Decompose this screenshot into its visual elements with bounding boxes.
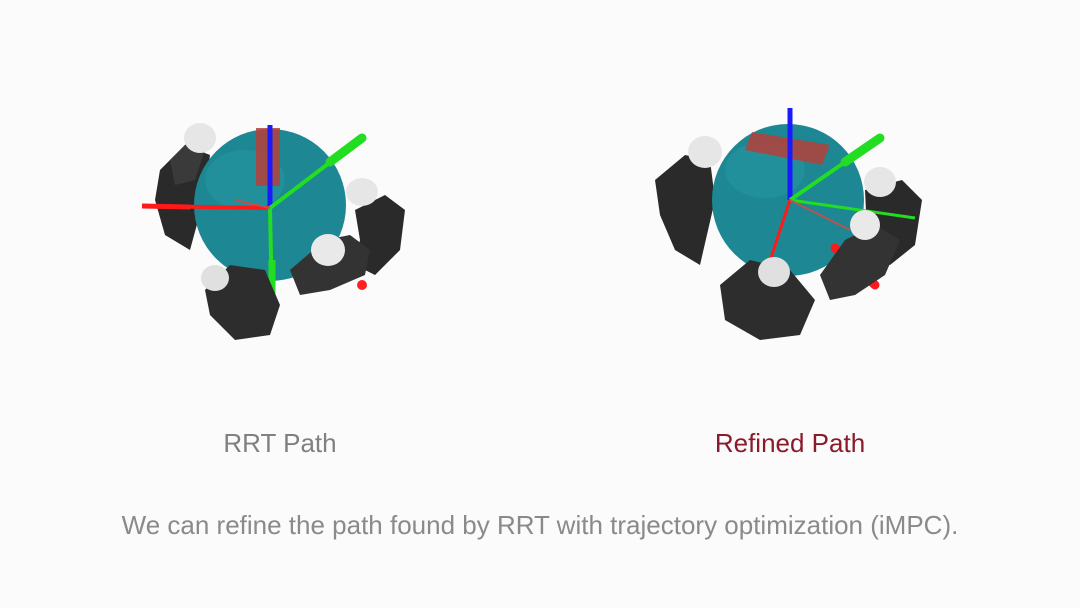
rrt-path-caption: RRT Path <box>223 428 337 458</box>
fingertip-front-right <box>311 234 345 266</box>
rrt-hand-render <box>141 123 405 340</box>
finger-front-right <box>290 234 370 295</box>
refined-path-caption: Refined Path <box>714 428 866 458</box>
fingertip-right <box>864 167 896 197</box>
finger-front-left <box>720 257 815 340</box>
fingertip-front-left <box>201 265 229 291</box>
finger-left <box>155 123 216 250</box>
fingertip-left <box>688 136 722 168</box>
rrt-path-scene <box>130 100 430 360</box>
refined-hand-render <box>655 108 922 340</box>
fingertip-right <box>346 178 378 206</box>
finger-left <box>655 136 722 265</box>
finger-front-left <box>201 265 280 340</box>
refined-path-scene <box>640 100 940 360</box>
finger-front-right <box>820 210 900 300</box>
fingertip-front-left <box>758 257 790 287</box>
fingertip-front-right <box>850 210 880 240</box>
subtitle-text: We can refine the path found by RRT with… <box>121 510 959 540</box>
fingertip-left <box>184 123 216 153</box>
